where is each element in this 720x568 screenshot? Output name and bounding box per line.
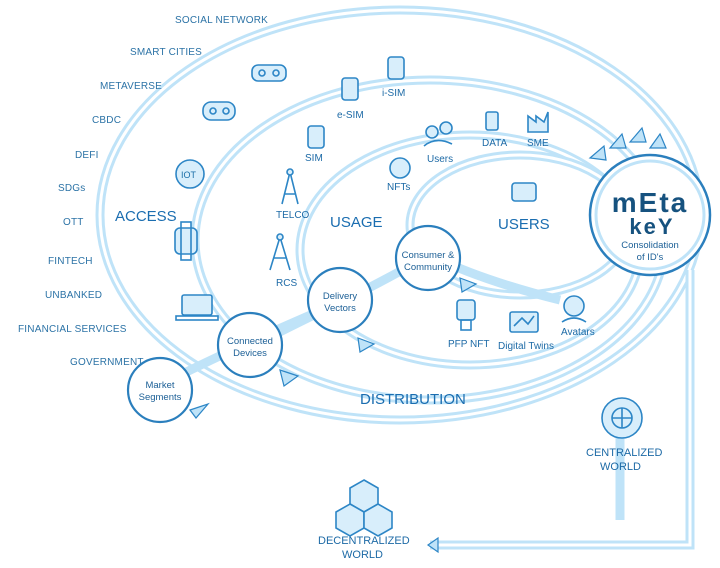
market-segments-node: Market Segments (126, 356, 194, 424)
distribution-label: DISTRIBUTION (360, 391, 466, 408)
nfts-label: NFTs (387, 182, 410, 193)
arrow-mkt (189, 402, 210, 419)
telco-tower-icon (281, 168, 299, 205)
segment-smart-cities: SMART CITIES (130, 47, 202, 58)
isim-icon (387, 56, 405, 80)
decentralized-line2: WORLD (342, 549, 383, 561)
telco-label: TELCO (276, 210, 310, 221)
smartwatch-icon (174, 221, 198, 261)
arrow-dv (357, 337, 376, 353)
arrow-conn (279, 369, 300, 388)
rcs-label: RCS (276, 278, 297, 289)
digital-twin-icon (509, 311, 539, 333)
pfp-nft-label: PFP NFT (448, 339, 489, 350)
wallet-icon (511, 182, 537, 202)
isim-label: i-SIM (382, 88, 405, 99)
segment-metaverse: METAVERSE (100, 81, 162, 92)
laptop-icon (175, 294, 219, 321)
users-icon (423, 121, 453, 147)
iot-icon: IOT (175, 159, 205, 189)
centralized-line2: WORLD (600, 461, 641, 473)
market-node-line2: Segments (139, 392, 182, 403)
robot-icon (456, 299, 476, 331)
decentralized-network-icon (335, 479, 393, 537)
arrows (189, 126, 667, 554)
segment-sdgs: SDGs (58, 183, 85, 194)
arrow-2 (608, 132, 627, 149)
esim-label: e-SIM (337, 110, 364, 121)
users-label: USERS (498, 216, 550, 233)
metakey-caption-line1: Consolidation (621, 240, 679, 251)
consumer-community-node: Consumer & Community (394, 224, 462, 292)
centralized-line1: CENTRALIZED (586, 447, 662, 459)
data-label: DATA (482, 138, 508, 149)
data-icon (485, 111, 499, 131)
connected-node-line1: Connected (227, 336, 273, 347)
nft-icon (389, 157, 411, 179)
segment-government: GOVERNMENT (70, 357, 144, 368)
svg-text:IOT: IOT (181, 170, 197, 180)
segment-list: SOCIAL NETWORK SMART CITIES METAVERSE CB… (18, 15, 268, 368)
segment-defi: DEFI (75, 150, 99, 161)
arrow-cc (459, 277, 478, 293)
avatar-icon (561, 295, 587, 323)
users-item-label: Users (427, 154, 453, 165)
arrow-dec (426, 536, 439, 554)
metakey-logo-line2: keY (629, 214, 674, 239)
connected-devices-node: Connected Devices (216, 311, 284, 379)
metakey-caption-line2: of ID's (637, 252, 664, 263)
segment-financial-services: FINANCIAL SERVICES (18, 324, 127, 335)
controller-icon (202, 101, 236, 121)
delivery-node-line2: Vectors (324, 303, 356, 314)
connected-node-line2: Devices (233, 348, 267, 359)
sme-label: SME (527, 138, 549, 149)
segment-cbdc: CBDC (92, 115, 121, 126)
arrow-4 (648, 132, 667, 149)
arrow-1 (588, 144, 607, 161)
segment-fintech: FINTECH (48, 256, 93, 267)
vr-headset-icon (251, 64, 287, 82)
rcs-tower-icon (269, 233, 291, 271)
usage-label: USAGE (330, 214, 383, 231)
sim-label: SIM (305, 153, 323, 164)
access-label: ACCESS (115, 208, 177, 225)
segment-ott: OTT (63, 217, 84, 228)
arrow-3 (628, 126, 647, 143)
metakey-hub: mEta keY Consolidation of ID's (588, 153, 712, 277)
delivery-vectors-node: Delivery Vectors (306, 266, 374, 334)
esim-icon (341, 77, 359, 101)
consumer-node-line2: Community (404, 262, 452, 273)
factory-icon (527, 111, 549, 133)
sim-icon (307, 125, 325, 149)
avatars-label: Avatars (561, 327, 595, 338)
segment-social-network: SOCIAL NETWORK (175, 15, 268, 26)
consumer-node-line1: Consumer & (402, 250, 455, 261)
metakey-logo-line1: mEta (612, 187, 688, 218)
digital-twins-label: Digital Twins (498, 341, 554, 352)
delivery-node-line1: Delivery (323, 291, 358, 302)
segment-unbanked: UNBANKED (45, 290, 102, 301)
market-node-line1: Market (145, 380, 174, 391)
centralized-globe-icon (601, 397, 643, 439)
decentralized-line1: DECENTRALIZED (318, 535, 410, 547)
